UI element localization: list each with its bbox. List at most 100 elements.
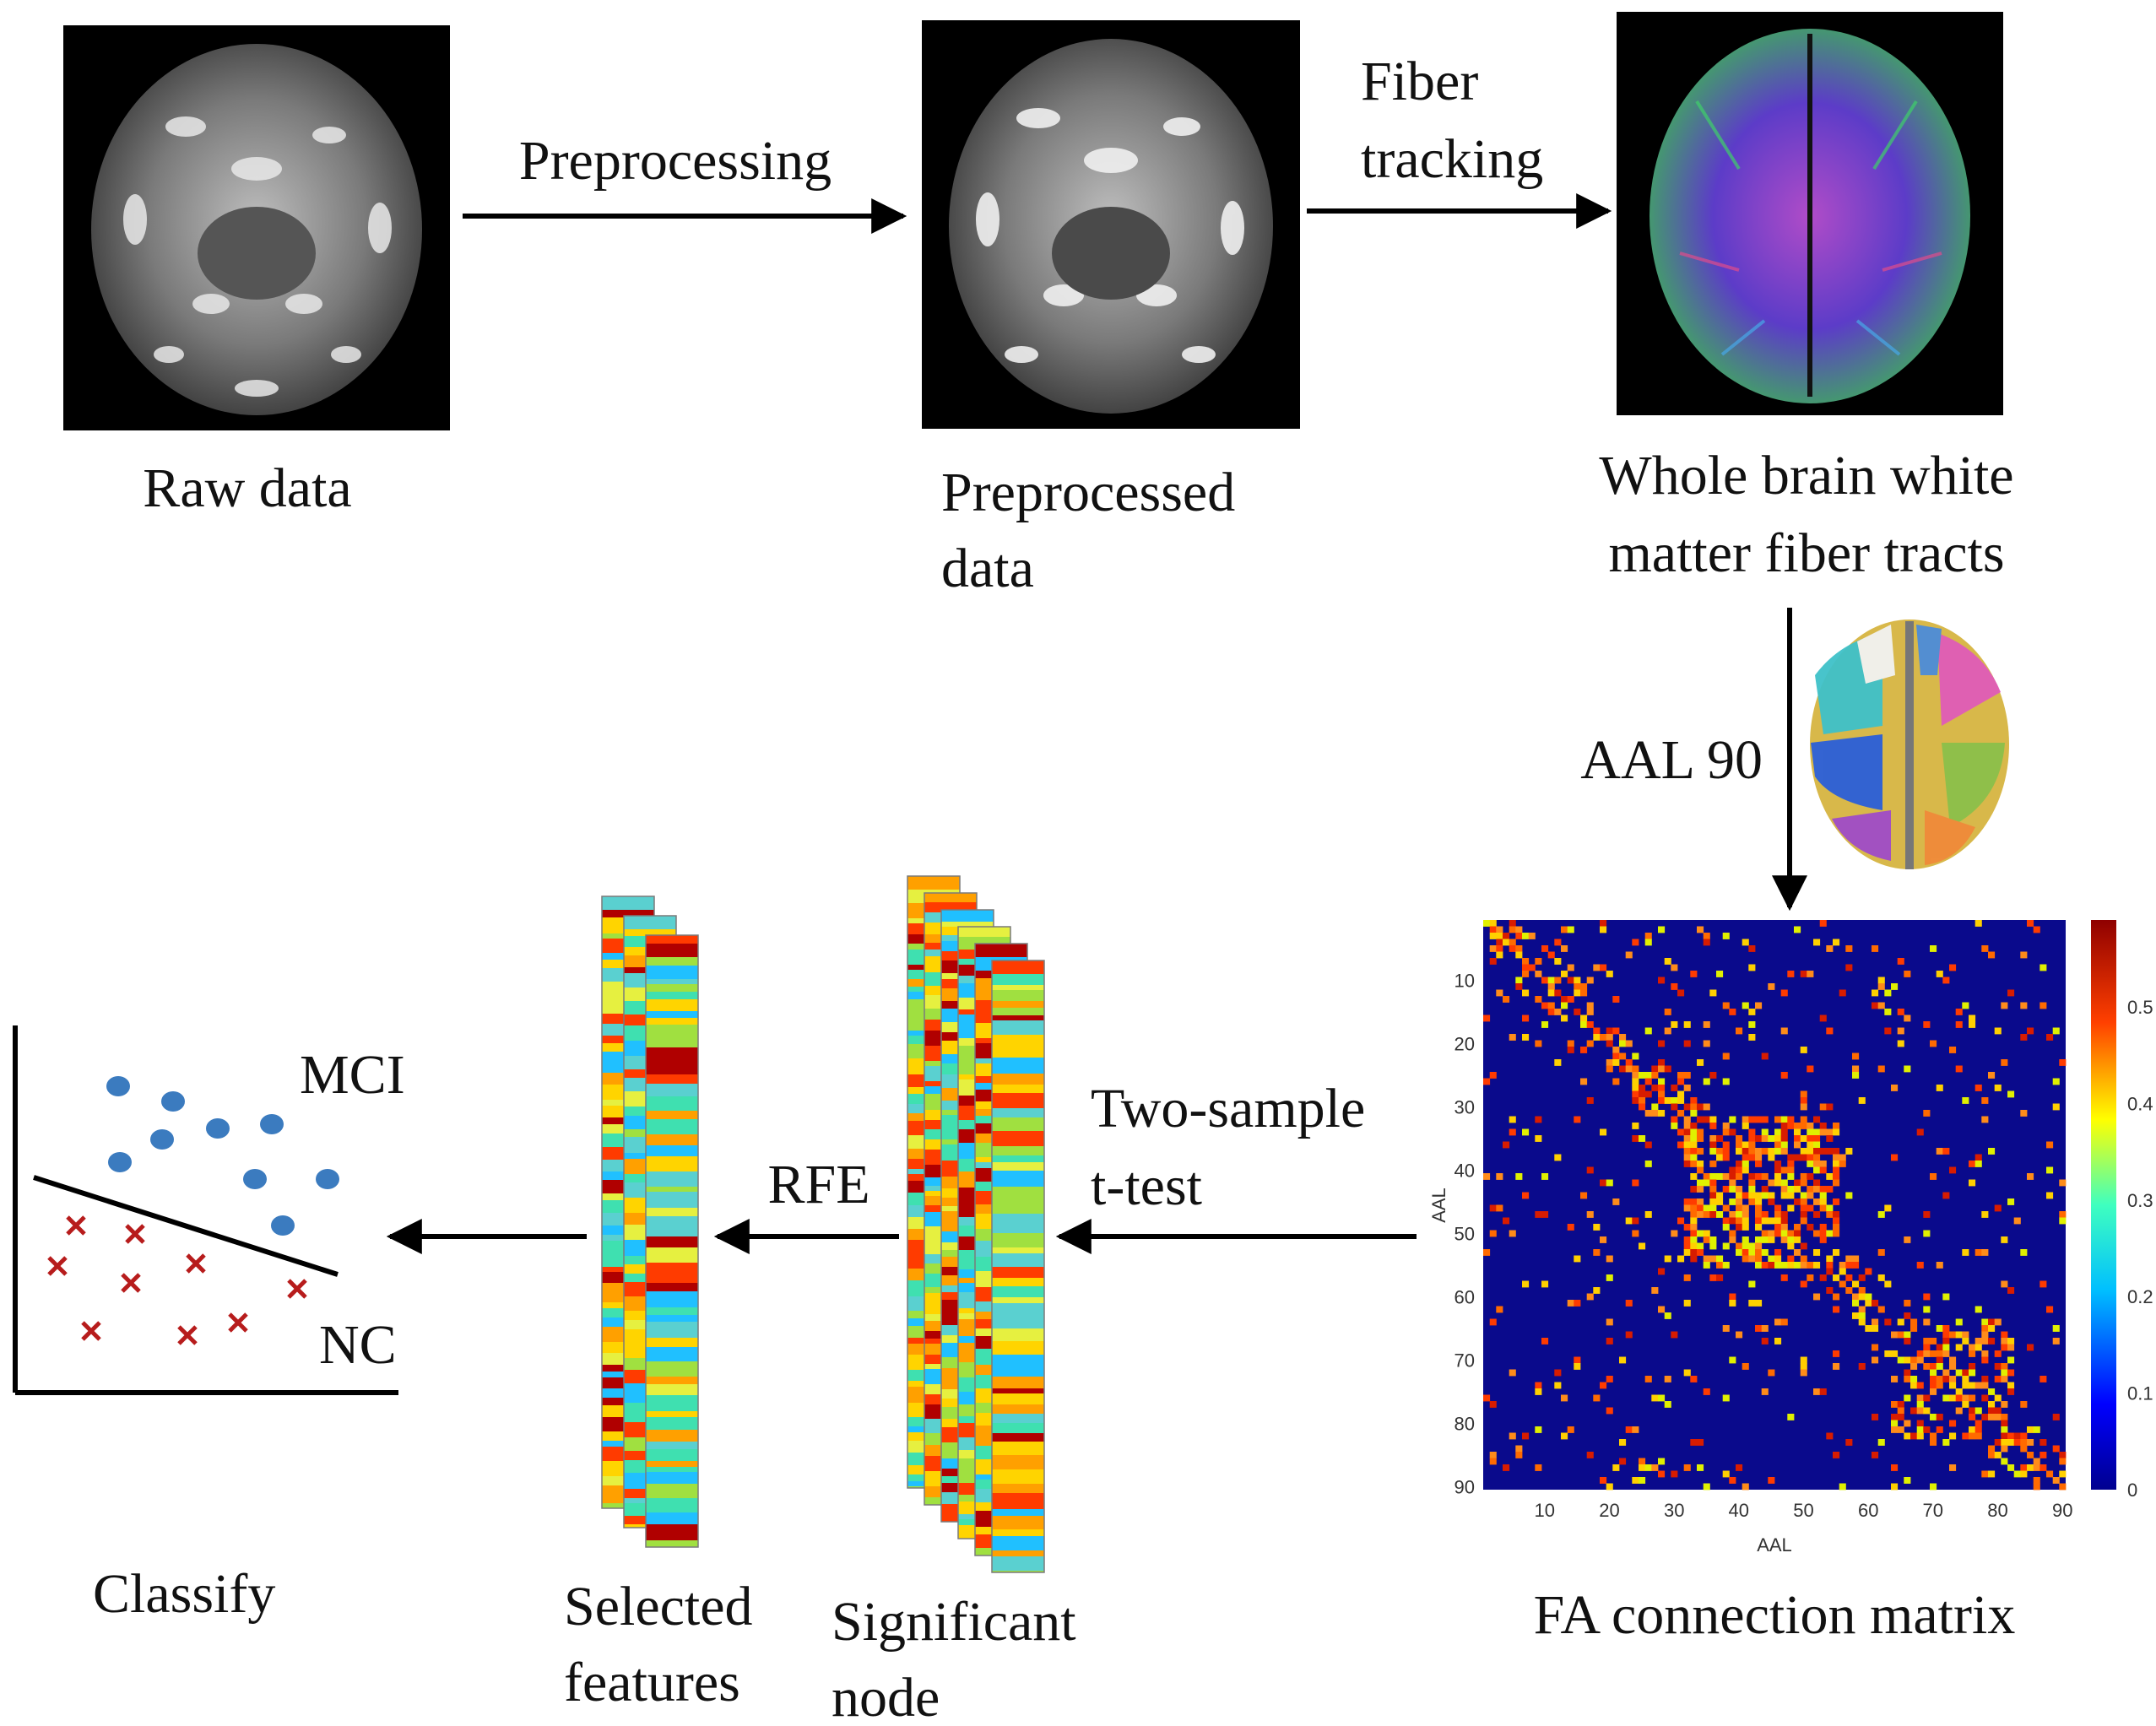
matrix-cell bbox=[1729, 1217, 1736, 1225]
matrix-cell bbox=[1955, 1369, 1963, 1377]
matrix-cell bbox=[2027, 1426, 2034, 1433]
matrix-cell bbox=[1748, 1186, 1756, 1193]
matrix-cell bbox=[2020, 1110, 2028, 1117]
matrix-cell bbox=[1567, 1300, 1574, 1307]
matrix-cell bbox=[1975, 1426, 1982, 1433]
matrix-cell bbox=[1897, 1331, 1904, 1339]
matrix-ytick: 70 bbox=[1454, 1350, 1475, 1371]
matrix-cell bbox=[1897, 1040, 1904, 1047]
matrix-cell bbox=[1768, 1369, 1775, 1377]
matrix-cell bbox=[1554, 977, 1562, 984]
matrix-cell bbox=[1736, 1224, 1743, 1231]
matrix-cell bbox=[1930, 1040, 1937, 1047]
fiber-tracts-label-line2: matter fiber tracts bbox=[1608, 522, 2004, 584]
matrix-cell bbox=[1722, 1123, 1730, 1129]
matrix-cell bbox=[1755, 1211, 1763, 1218]
matrix-cell bbox=[1800, 1363, 1807, 1370]
matrix-cell bbox=[1522, 964, 1530, 971]
matrix-cell bbox=[1877, 977, 1885, 984]
matrix-cell bbox=[1852, 1293, 1860, 1301]
matrix-cell bbox=[1632, 1052, 1639, 1060]
matrix-cell bbox=[1632, 1085, 1639, 1091]
matrix-cell bbox=[1722, 1173, 1730, 1180]
matrix-cell bbox=[1586, 1009, 1594, 1015]
matrix-cell bbox=[1807, 1148, 1814, 1155]
matrix-cell bbox=[1736, 1204, 1743, 1212]
matrix-cell bbox=[1639, 1135, 1646, 1142]
matrix-cell bbox=[1988, 1072, 1996, 1079]
matrix-cell bbox=[1690, 1097, 1698, 1104]
matrix-cell bbox=[1541, 945, 1549, 952]
matrix-cell bbox=[1522, 1034, 1530, 1041]
matrix-cell bbox=[1632, 1230, 1639, 1237]
matrix-cell bbox=[2020, 1445, 2028, 1453]
selected-features-label-line2: features bbox=[564, 1652, 740, 1713]
matrix-cell bbox=[1819, 1230, 1827, 1237]
matrix-cell bbox=[1489, 926, 1497, 933]
matrix-cell bbox=[1574, 1363, 1581, 1370]
matrix-cell bbox=[1567, 1426, 1574, 1433]
matrix-cell bbox=[1606, 1338, 1613, 1345]
matrix-cell bbox=[1930, 1350, 1937, 1357]
matrix-cell bbox=[1716, 1198, 1724, 1205]
matrix-cell bbox=[2007, 1287, 2015, 1294]
matrix-cell bbox=[1593, 964, 1601, 971]
matrix-cell bbox=[1994, 1204, 2002, 1212]
matrix-cell bbox=[1736, 1135, 1743, 1142]
matrix-cell bbox=[1722, 1052, 1730, 1060]
matrix-cell bbox=[1877, 983, 1885, 990]
matrix-cell bbox=[1503, 933, 1510, 939]
matrix-cell bbox=[1891, 1331, 1899, 1339]
matrix-cell bbox=[1923, 1110, 1931, 1117]
matrix-cell bbox=[1690, 971, 1698, 977]
matrix-cell bbox=[1833, 1166, 1840, 1174]
matrix-cell bbox=[1981, 1097, 1989, 1104]
matrix-cell bbox=[1969, 1344, 1976, 1351]
matrix-cell bbox=[1923, 1363, 1931, 1370]
matrix-cell bbox=[1833, 1148, 1840, 1155]
matrix-cell bbox=[1774, 1262, 1782, 1269]
matrix-cell bbox=[1768, 1230, 1775, 1237]
matrix-cell bbox=[1683, 1135, 1691, 1142]
fiber-tracts-image bbox=[1617, 12, 2003, 415]
matrix-cell bbox=[1994, 1394, 2002, 1402]
matrix-cell bbox=[1813, 1128, 1821, 1136]
matrix-cell bbox=[1671, 1230, 1678, 1237]
matrix-cell bbox=[1807, 1135, 1814, 1142]
matrix-cell bbox=[1683, 1369, 1691, 1377]
matrix-cell bbox=[2033, 1426, 2040, 1433]
matrix-cell bbox=[1697, 1148, 1704, 1155]
matrix-cell bbox=[1955, 1065, 1963, 1073]
matrix-cell bbox=[1567, 926, 1574, 933]
matrix-cell bbox=[1813, 1198, 1821, 1205]
matrix-cell bbox=[1845, 1274, 1853, 1281]
matrix-cell bbox=[2020, 1432, 2028, 1440]
matrix-cell bbox=[1845, 964, 1853, 971]
matrix-cell bbox=[1535, 1135, 1542, 1142]
matrix-cell bbox=[1651, 1110, 1659, 1117]
ttest-label-line1: Two-sample bbox=[1091, 1078, 1365, 1139]
matrix-cell bbox=[1671, 983, 1678, 990]
matrix-cell bbox=[1755, 1135, 1763, 1142]
matrix-cell bbox=[2052, 1027, 2060, 1035]
matrix-cell bbox=[1709, 1179, 1717, 1187]
matrix-cell bbox=[1994, 1407, 2002, 1415]
nc-point bbox=[186, 1253, 206, 1274]
matrix-cell bbox=[1489, 958, 1497, 965]
matrix-cell bbox=[2059, 1059, 2067, 1066]
matrix-cell bbox=[1761, 1249, 1769, 1256]
matrix-cell bbox=[1787, 971, 1795, 977]
matrix-cell bbox=[1644, 1376, 1652, 1382]
matrix-cell bbox=[1612, 996, 1620, 1003]
matrix-cell bbox=[1755, 1116, 1763, 1123]
matrix-cell bbox=[1496, 989, 1503, 997]
matrix-xtick: 80 bbox=[1987, 1500, 2007, 1521]
matrix-cell bbox=[1729, 1230, 1736, 1237]
classifier-plot: MCI NC bbox=[13, 1025, 405, 1395]
matrix-cell bbox=[1910, 1325, 1918, 1332]
matrix-cell bbox=[1826, 1173, 1834, 1180]
matrix-cell bbox=[1690, 1230, 1698, 1237]
matrix-cell bbox=[2001, 1363, 2008, 1370]
matrix-cell bbox=[2007, 1369, 2015, 1377]
